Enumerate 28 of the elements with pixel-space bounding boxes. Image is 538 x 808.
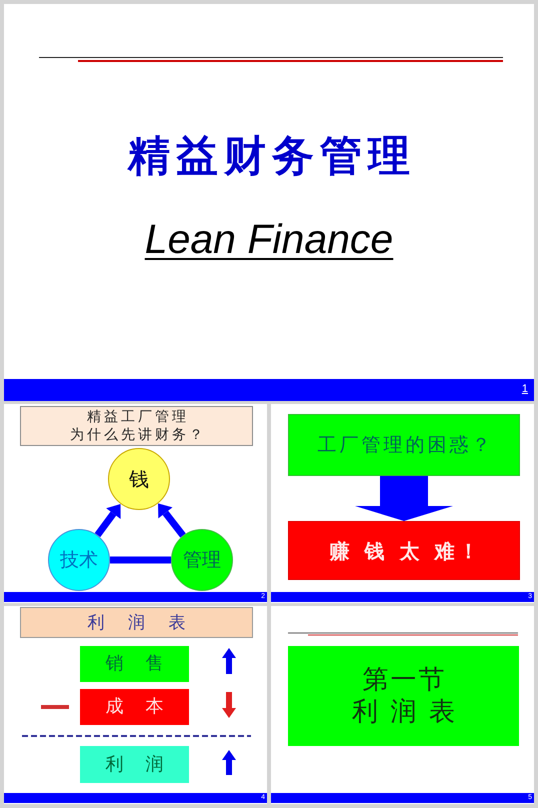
arrow [94,504,121,538]
question-box [288,414,520,476]
node-label: 利 润 表 [351,696,457,728]
connector-line [110,556,171,564]
arrow [158,503,186,538]
item-box [80,746,189,783]
item-box [80,689,189,725]
section-box [288,646,519,746]
title-box [20,406,253,446]
answer-box [288,521,520,580]
item-box [80,646,189,682]
node-label: 利 润 表 [86,612,194,632]
node-label: 赚 钱 太 难！ [328,538,482,562]
node-label: 工厂管理的困惑？ [316,433,494,457]
page-number: 1 [522,383,528,396]
node-label: 利 润 [104,754,172,776]
node-label: 成 本 [104,696,172,718]
node-label: 第一节 [362,664,446,696]
title-box [20,607,253,638]
node-label: 为什么先讲财务？ [69,426,206,444]
slide-subtitle: Lean Finance [144,216,394,262]
node-label: 技术 [60,548,98,572]
node-label: 销 售 [104,653,172,675]
node-label: 管理 [183,548,221,572]
slide-title: 精益财务管理 [126,130,417,182]
arrow [355,476,453,521]
node-label: 钱 [129,467,149,491]
node-label: 精益工厂管理 [86,408,189,426]
